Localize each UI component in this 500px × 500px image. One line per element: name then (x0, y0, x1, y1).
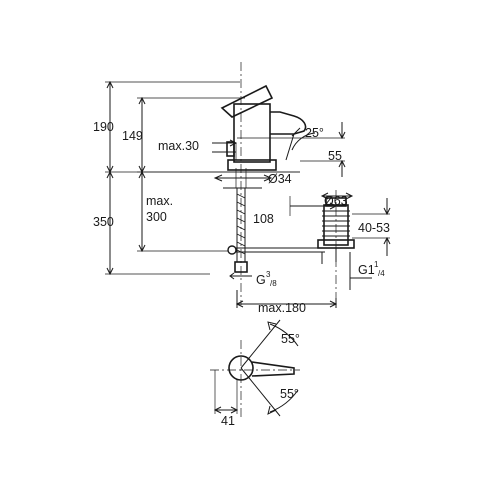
thread-g-sub: /8 (270, 279, 277, 288)
faucet-base (227, 159, 277, 171)
dim-dia63: Ø63 (324, 194, 348, 208)
thread-g-sup: 3 (266, 270, 271, 279)
dim-angle-55-top: 55° (281, 332, 300, 346)
faucet-body (212, 62, 316, 305)
dim-350: 350 (93, 215, 114, 229)
top-view (210, 319, 300, 420)
dim-dia34: Ø34 (268, 172, 292, 186)
extension-lines (105, 81, 390, 275)
water-jet (285, 133, 295, 161)
dim-55: 55 (328, 149, 342, 163)
lever-handle (220, 84, 274, 118)
thread-g1-sub: /4 (378, 269, 385, 278)
pop-up-rod (227, 245, 325, 255)
dim-108: 108 (253, 212, 274, 226)
dim-max30: max.30 (158, 139, 199, 153)
dim-149: 149 (122, 129, 143, 143)
faucet-column (233, 103, 271, 163)
dim-190: 190 (93, 120, 114, 134)
supply-hose (229, 188, 252, 280)
thread-g1-prefix: G1 (358, 263, 375, 277)
dim-41: 41 (221, 414, 235, 428)
dim-angle-25: 25° (305, 126, 324, 140)
hose-fitting (234, 261, 248, 273)
thread-g114: G1 1 /4 (358, 260, 385, 278)
spout (270, 111, 307, 135)
horizontal-dimensions (235, 196, 338, 308)
thread-g-prefix: G (256, 273, 266, 287)
thread-g38: G 3 /8 (256, 270, 277, 288)
dim-angle-55-bottom: 55° (280, 387, 299, 401)
lever-hub (228, 355, 254, 381)
drain-assembly (317, 190, 372, 298)
dim-40-53: 40-53 (358, 221, 390, 235)
dimension-labels: 190 149 max.30 25° 55 Ø34 Ø63 max. 300 3… (93, 120, 390, 428)
lever-arm-top (251, 361, 295, 377)
dim-max: max. (146, 194, 173, 208)
dim-max180: max.180 (258, 301, 306, 315)
thread-g1-sup: 1 (374, 260, 379, 269)
dim-300: 300 (146, 210, 167, 224)
vertical-dimensions (106, 80, 391, 276)
